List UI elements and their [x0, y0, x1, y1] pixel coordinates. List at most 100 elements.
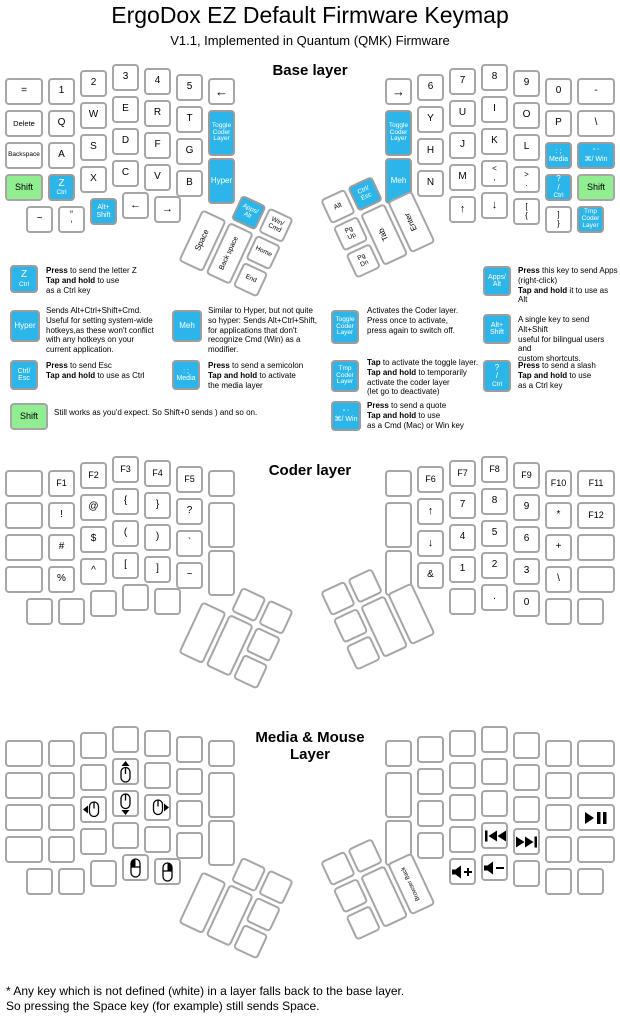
key-blank: →: [385, 78, 412, 105]
prev-track-icon: [484, 830, 506, 842]
key-label: .: [493, 591, 496, 603]
key-blank: [5, 804, 43, 831]
key-label: =: [21, 85, 27, 97]
key-label: \: [594, 117, 598, 129]
key-t: T: [176, 106, 203, 133]
key-blank: [513, 732, 540, 759]
key-blank: [449, 826, 476, 853]
key-f10: F10: [545, 470, 572, 497]
key-label: Shift: [586, 181, 605, 192]
key-label: Hyper: [210, 175, 233, 185]
key-blank: $: [80, 526, 107, 553]
key-a: A: [48, 142, 75, 169]
key-blank: [545, 772, 572, 799]
key-label: C: [121, 167, 130, 179]
key-blank: [80, 828, 107, 855]
key-label: F3: [120, 463, 131, 474]
key-r: R: [144, 100, 171, 127]
key-label: : ; Media: [548, 148, 569, 163]
key-label: Backspace: [8, 151, 40, 159]
key-blank: [577, 566, 615, 593]
key-label: Z: [58, 177, 65, 189]
key-blank: [144, 826, 171, 853]
mouse-left-click-key: [122, 854, 149, 881]
key-label: : ; Media: [176, 367, 196, 382]
key-blank: [481, 758, 508, 785]
key-f6: F6: [417, 466, 444, 493]
key-label: R: [153, 107, 162, 119]
key-blank: [513, 764, 540, 791]
key-blank: #: [48, 534, 75, 561]
key-label: +: [555, 541, 562, 553]
key-blank: [: [112, 552, 139, 579]
key-label: ←: [215, 83, 228, 99]
key-label: ? /: [556, 174, 561, 192]
key-blank: ↑: [417, 498, 444, 525]
key-label: Tmp Coder Layer: [336, 364, 354, 386]
key-label: ←: [130, 198, 141, 211]
legend-text: Tap to activate the toggle layer.Tap and…: [367, 358, 479, 397]
key-ctrl-esc: Ctrl/ Esc: [10, 360, 38, 390]
key-label: ~: [186, 569, 193, 581]
key-u: U: [449, 100, 476, 127]
key-f11: F11: [577, 470, 615, 497]
key-5: 5: [176, 74, 203, 101]
key-label: F12: [588, 509, 604, 520]
key-label: &: [427, 569, 434, 581]
key-label: 5: [491, 527, 498, 539]
key-label: `: [187, 537, 192, 549]
key-g: G: [176, 138, 203, 165]
key-blank: [144, 762, 171, 789]
key-blank: [48, 804, 75, 831]
key-blank: [513, 860, 540, 887]
key-label: F1: [56, 477, 67, 488]
key-alt-shift: Alt+ Shift: [90, 198, 117, 225]
mouse-left-icon: [82, 801, 105, 818]
key-label: \: [557, 573, 560, 585]
key-label: “ ‘: [70, 209, 73, 229]
volume-down-key: [481, 854, 508, 881]
mouse-up-key: [112, 758, 139, 785]
key-label: Hyper: [14, 320, 36, 330]
key-blank: [545, 598, 572, 625]
key-f5: F5: [176, 466, 203, 493]
key-label: A: [58, 149, 65, 161]
key-f: F: [144, 132, 171, 159]
volume-up-key: [449, 858, 476, 885]
key-label: -: [594, 85, 598, 97]
key-toggle-coder-layer: Toggle Coder Layer: [385, 110, 412, 156]
key-j: J: [449, 132, 476, 159]
key-blank: [176, 800, 203, 827]
key-label: L: [523, 141, 530, 153]
key-label: Q: [57, 117, 66, 129]
key-blank: [449, 588, 476, 615]
key-blank: [5, 534, 43, 561]
key-label: Y: [427, 113, 434, 125]
key-label: ~: [36, 213, 43, 225]
key-label: @: [88, 501, 99, 513]
key-label: {: [123, 495, 128, 507]
key-blank: [80, 764, 107, 791]
key-blank: [385, 502, 412, 548]
play-pause-icon: [584, 811, 608, 825]
key-blank: ↓: [481, 192, 508, 219]
next-track-icon: [515, 836, 538, 848]
key-blank: [577, 740, 615, 767]
key-blank: [545, 740, 572, 767]
key-label: 3: [122, 71, 129, 83]
key-blank: [481, 790, 508, 817]
key-blank: ~: [26, 206, 53, 233]
key-2: 2: [80, 70, 107, 97]
key-label: F7: [457, 467, 468, 478]
key-label: U: [458, 107, 467, 119]
key-win: “ ‘ ⌘/ Win: [331, 401, 361, 431]
key-label: ↓: [427, 536, 434, 549]
key-e: E: [112, 96, 139, 123]
key-blank: -: [577, 78, 615, 105]
key-blank: [385, 470, 412, 497]
